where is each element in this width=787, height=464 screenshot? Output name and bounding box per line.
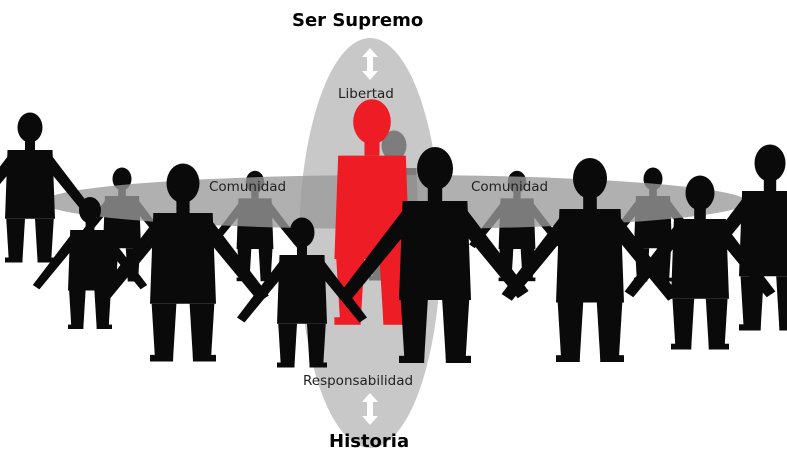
- responsibility-label: Responsabilidad: [303, 373, 414, 389]
- double-arrow-icon: [362, 48, 378, 80]
- freedom-label: Libertad: [338, 86, 394, 102]
- bottom-title: Historia: [329, 431, 410, 452]
- community-right-label: Comunidad: [471, 179, 549, 195]
- double-arrow-icon: [362, 393, 378, 425]
- top-title: Ser Supremo: [292, 10, 424, 31]
- community-left-label: Comunidad: [209, 179, 287, 195]
